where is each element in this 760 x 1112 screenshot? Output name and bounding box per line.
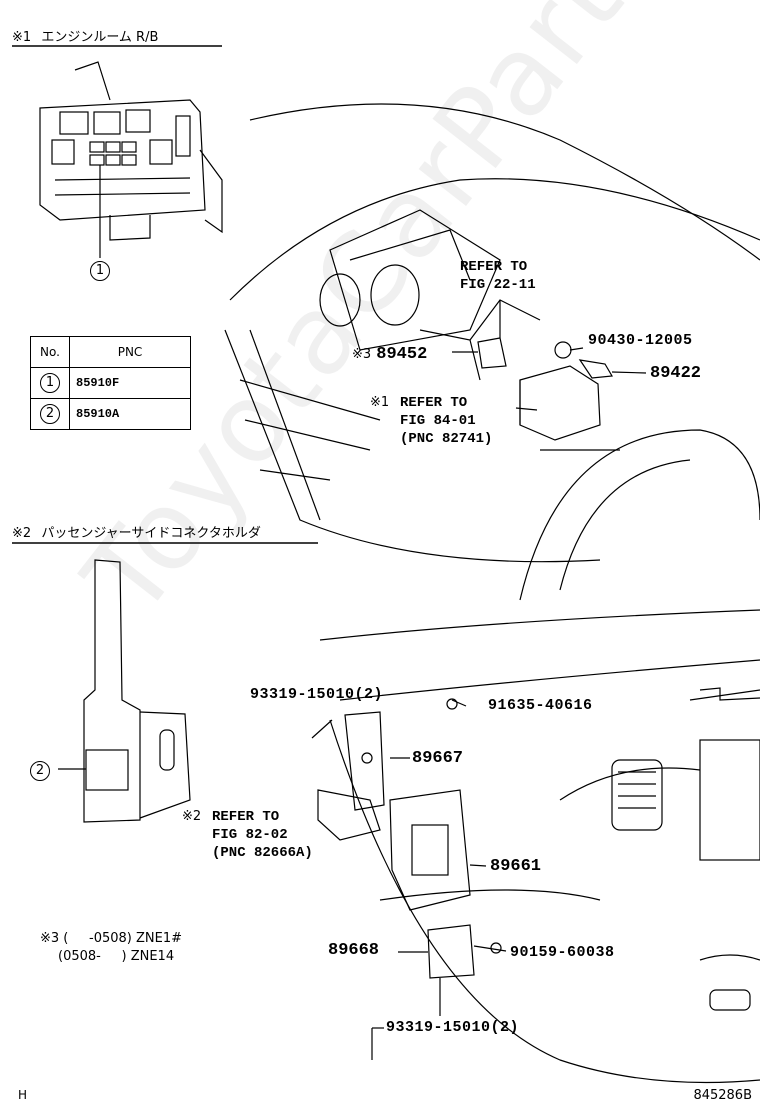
ref-line: FIG 22-11 [460,277,536,293]
part-90430-12005: 90430-12005 [588,332,693,349]
part-89667: 89667 [412,749,464,768]
callout-2: 2 [30,759,50,781]
sensor-parts-drawing [452,300,647,451]
ref-note-mark: ※2 [182,809,202,824]
ecu-drawing [311,698,507,1060]
note-line: (0508- ) ZNE14 [58,949,175,964]
note-line: ※3 ( -0508) ZNE1# [40,931,183,946]
ref-line: REFER TO [212,809,280,825]
part-93319-15010-bottom: 93319-15010(2) [386,1019,520,1036]
dashboard-drawing [319,609,760,1084]
header-mark: ※1 [12,30,32,45]
row-number: 2 [40,404,60,424]
part-89422: 89422 [650,364,702,383]
ref-line: FIG 84-01 [400,413,476,429]
section-header-engine-room-rb: ※1 エンジンルーム R/B [12,26,158,45]
vehicle-front-drawing [224,103,760,601]
table-header-row: No. PNC [30,336,191,368]
part-89661: 89661 [490,857,542,876]
header-text: パッセンジャーサイドコネクタホルダ [41,526,261,541]
pnc-value: 85910A [69,398,191,430]
callout-1: 1 [90,259,110,281]
pnc-table: No. PNC 1 85910F 2 85910A [30,336,191,430]
reference-fig-84-01: ※1 REFER TO FIG 84-01 (PNC 82741) [370,394,492,448]
callout-number: 1 [90,261,110,281]
part-number: 89452 [376,345,428,364]
table-row: 1 85910F [30,367,191,399]
ref-note-mark: ※1 [370,395,390,410]
part-91635-40616: 91635-40616 [488,697,593,714]
reference-fig-22-11: REFER TO FIG 22-11 [460,258,536,294]
applicability-note: ※3 ( -0508) ZNE1# (0508- ) ZNE14 [40,930,182,966]
connector-holder-drawing [58,559,191,823]
ref-line: REFER TO [460,259,528,275]
footer-left-code: H [18,1088,28,1102]
pnc-value: 85910F [69,367,191,399]
relay-block-drawing [39,61,223,258]
table-row: 2 85910A [30,398,191,430]
part-89452-label: ※3 89452 [352,343,427,364]
part-90159-60038: 90159-60038 [510,944,615,961]
ref-line: (PNC 82741) [400,431,493,447]
column-header-no: No. [30,336,70,368]
header-mark: ※2 [12,526,32,541]
part-89668: 89668 [328,941,380,960]
column-header-pnc: PNC [69,336,191,368]
part-93319-15010-top: 93319-15010(2) [250,686,384,703]
ref-line: REFER TO [400,395,468,411]
reference-fig-82-02: ※2 REFER TO FIG 82-02 (PNC 82666A) [182,808,313,862]
ref-line: (PNC 82666A) [212,845,313,861]
ref-line: FIG 82-02 [212,827,288,843]
section-header-connector-holder: ※2 パッセンジャーサイドコネクタホルダ [12,522,261,541]
row-number: 1 [40,373,60,393]
figure-number: 845286B [693,1088,752,1103]
part-note-mark: ※3 [352,347,372,362]
header-text: エンジンルーム R/B [41,30,159,45]
callout-number: 2 [30,761,50,781]
